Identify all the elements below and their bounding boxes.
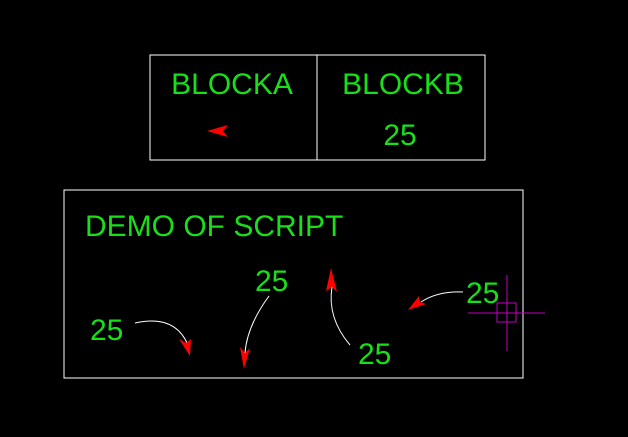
leader-4[interactable]: 25 bbox=[408, 277, 499, 310]
leader-2-label: 25 bbox=[255, 265, 288, 298]
leader-3-label: 25 bbox=[358, 338, 391, 371]
leader-3-arrowhead-icon bbox=[326, 268, 337, 292]
leader-4-arrowhead-icon bbox=[408, 296, 426, 310]
block-b-header: BLOCKB bbox=[342, 68, 464, 101]
demo-frame bbox=[63, 189, 524, 379]
demo-block[interactable]: DEMO OF SCRIPT 25 25 25 25 bbox=[63, 189, 524, 379]
block-table[interactable]: BLOCKA BLOCKB 25 bbox=[149, 54, 486, 161]
block-b-value: 25 bbox=[383, 119, 416, 152]
leader-1-arrowhead-icon bbox=[179, 339, 191, 356]
leader-2-arrowhead-icon bbox=[240, 347, 250, 369]
demo-title: DEMO OF SCRIPT bbox=[85, 210, 343, 243]
leader-4-curve bbox=[420, 291, 464, 303]
leader-4-label: 25 bbox=[466, 277, 499, 310]
crosshair-cursor-icon bbox=[468, 275, 545, 351]
pickbox-icon bbox=[496, 302, 517, 323]
leader-1-curve bbox=[134, 320, 189, 346]
red-arrowhead-icon bbox=[207, 125, 228, 137]
leader-1[interactable]: 25 bbox=[90, 314, 191, 356]
leader-2[interactable]: 25 bbox=[240, 265, 288, 369]
leader-2-curve bbox=[244, 295, 270, 354]
leader-1-label: 25 bbox=[90, 314, 123, 347]
block-a-header: BLOCKA bbox=[171, 68, 293, 101]
leader-3[interactable]: 25 bbox=[326, 268, 391, 371]
leader-3-curve bbox=[330, 286, 351, 346]
